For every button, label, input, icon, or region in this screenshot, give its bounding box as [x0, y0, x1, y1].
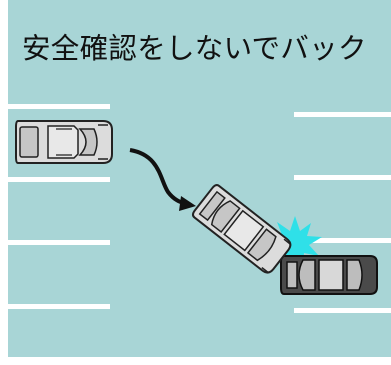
caption: 安全確認をしないでバック	[22, 32, 367, 65]
right-parking-lines	[294, 112, 391, 313]
car-left-icon	[15, 120, 113, 164]
left-parking-lines	[8, 104, 110, 309]
parking-line	[294, 112, 391, 117]
parking-line	[294, 238, 391, 243]
curved-arrow-icon	[129, 148, 196, 211]
car-reversing-icon	[191, 184, 292, 274]
impact-burst-icon	[268, 216, 322, 269]
parked-dark-car-icon	[280, 255, 378, 295]
parking-line	[294, 175, 391, 180]
parking-line	[294, 308, 391, 313]
parking-line	[8, 304, 110, 309]
parking-line	[8, 240, 110, 245]
parking-line	[8, 104, 110, 109]
parking-line	[8, 177, 110, 182]
